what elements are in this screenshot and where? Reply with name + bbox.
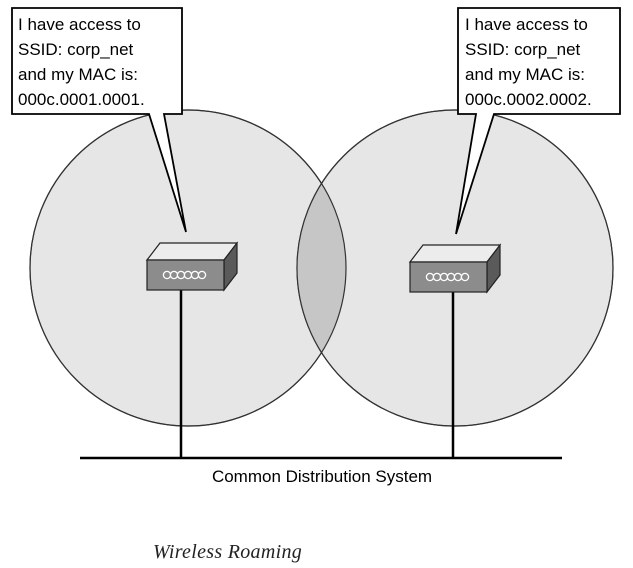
left-callout-line-3: and my MAC is: <box>18 65 138 84</box>
distribution-system-label: Common Distribution System <box>212 467 432 486</box>
right-callout-line-4: 000c.0002.0002. <box>465 90 592 109</box>
left-callout: I have access to SSID: corp_net and my M… <box>11 7 187 233</box>
access-point-left-icon <box>145 241 239 292</box>
figure-caption: Wireless Roaming <box>153 541 302 563</box>
access-point-right-icon <box>408 243 502 294</box>
right-callout-bubble <box>455 7 621 235</box>
right-callout: I have access to SSID: corp_net and my M… <box>455 7 621 235</box>
coverage-overlap-area <box>29 109 614 427</box>
right-callout-line-2: SSID: corp_net <box>465 40 581 59</box>
right-callout-line-1: I have access to <box>465 15 588 34</box>
left-callout-line-4: 000c.0001.0001. <box>18 90 145 109</box>
left-callout-line-2: SSID: corp_net <box>18 40 134 59</box>
left-callout-line-1: I have access to <box>18 15 141 34</box>
left-callout-bubble <box>11 7 187 233</box>
right-callout-line-3: and my MAC is: <box>465 65 585 84</box>
